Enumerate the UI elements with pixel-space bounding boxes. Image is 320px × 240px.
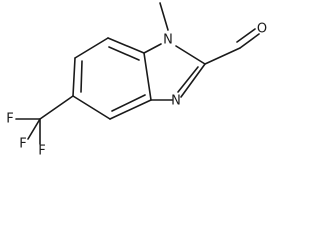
bond-c2-cho [204, 47, 241, 65]
bond-cho-o [239, 33, 260, 49]
atom-labels: N N O F F F [6, 22, 267, 159]
bond-c6-c5-double [80, 60, 83, 93]
bond-cho-o-double [236, 28, 256, 43]
bond-n1-c2 [175, 45, 206, 65]
bond-c7a-c7-double [108, 46, 140, 61]
bond-n1-methyl [159, 2, 169, 31]
atom-label-f1: F [6, 112, 13, 127]
bond-c7a-c7 [107, 37, 145, 54]
bond-c4-c3a [109, 99, 152, 120]
bond-c5-cf3 [39, 95, 74, 120]
atom-label-o: O [257, 22, 267, 37]
bond-c5-c4 [72, 95, 111, 120]
bond-c4-c3a-double [111, 94, 146, 112]
bond-c7-c6 [74, 37, 109, 59]
atom-label-f3: F [19, 137, 26, 152]
bond-c3a-c7a [143, 52, 152, 101]
bonds [15, 2, 260, 145]
bond-c2-n3-double [177, 66, 199, 93]
bond-c2-n3 [180, 63, 206, 98]
atom-label-n3: N [171, 94, 181, 109]
atom-label-f2: F [38, 144, 45, 159]
molecule-structure: N N O F F F [6, 2, 267, 159]
bond-cf3-f3 [27, 118, 41, 140]
bond-c6-c5 [72, 57, 76, 97]
atom-label-n1: N [163, 33, 173, 48]
bond-c7a-n1 [143, 43, 162, 54]
